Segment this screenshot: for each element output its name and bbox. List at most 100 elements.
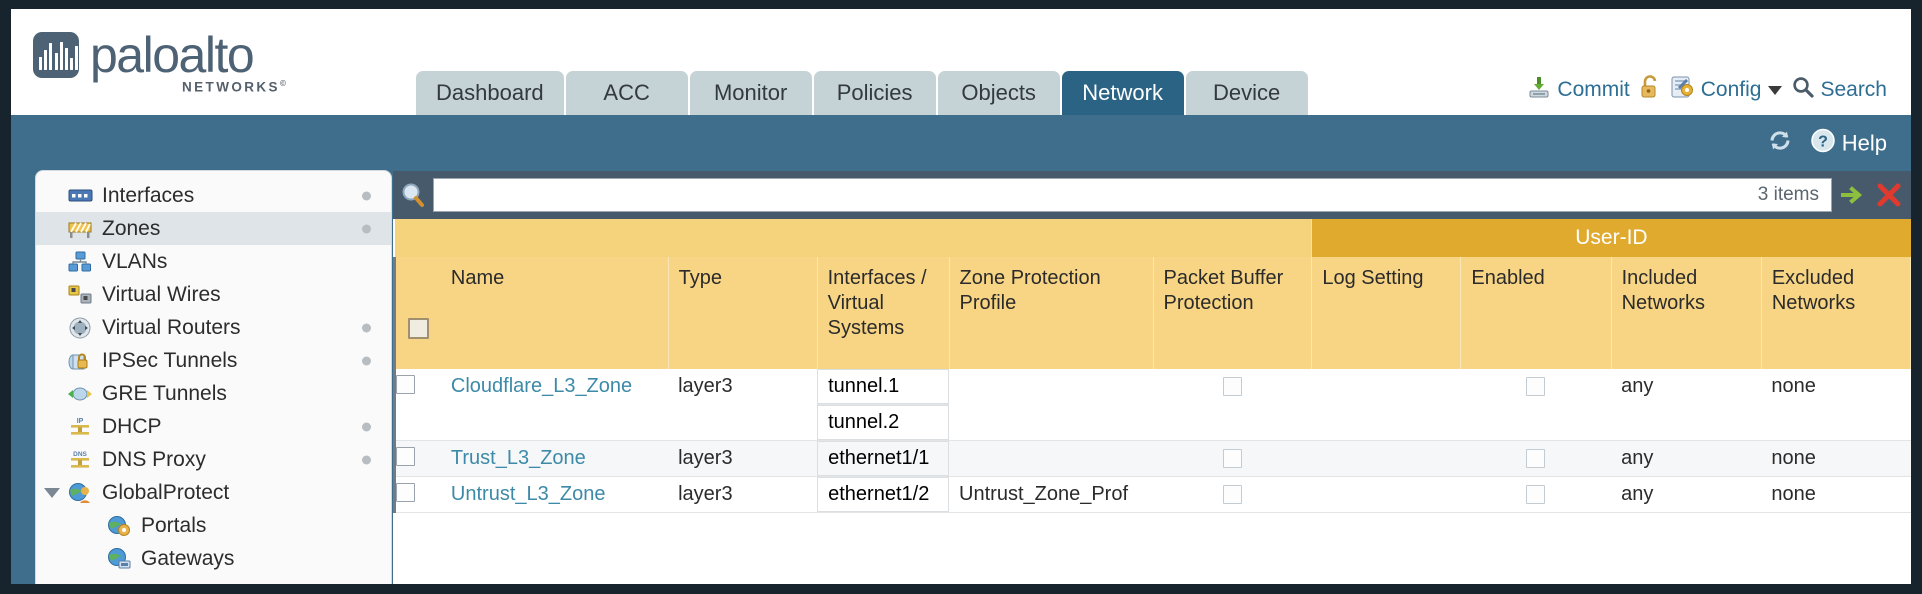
packet-buffer-checkbox[interactable] [1222, 485, 1242, 505]
tab-acc[interactable]: ACC [565, 71, 688, 115]
apply-filter-icon[interactable] [1838, 180, 1868, 210]
table-header-row: Name Type Interfaces / Virtual Systems [393, 257, 1911, 369]
zone-link[interactable]: Trust_L3_Zone [450, 447, 586, 469]
cell-interface: tunnel.1 [817, 369, 950, 405]
sidebar-item-ipsec-tunnels[interactable]: IPSec Tunnels [36, 344, 391, 377]
sidebar-item-globalprotect[interactable]: GlobalProtect [36, 476, 391, 509]
cell-user-id-enabled [1460, 476, 1612, 513]
paloalto-logo-icon [33, 32, 79, 78]
zones-table-wrapper: User-ID Name Type Interfaces / [393, 219, 1911, 584]
column-header-interfaces[interactable]: Interfaces / Virtual Systems [817, 257, 950, 369]
cell-included-networks: any [1611, 369, 1762, 441]
refresh-icon[interactable] [1766, 127, 1794, 160]
sidebar-item-label: Interfaces [102, 183, 195, 207]
search-label: Search [1820, 78, 1887, 101]
brand-name: paloalto [90, 27, 255, 83]
config-icon [1670, 74, 1696, 106]
tab-network[interactable]: Network [1061, 71, 1184, 115]
sidebar-item-label: Gateways [141, 546, 235, 570]
column-header-included-networks[interactable]: Included Networks [1611, 257, 1762, 369]
sub-toolbar-actions: ? Help [1766, 127, 1887, 160]
sidebar-item-virtual-routers[interactable]: Virtual Routers [36, 311, 391, 344]
column-header-enabled[interactable]: Enabled [1460, 257, 1612, 369]
sidebar-item-label: Virtual Wires [102, 282, 221, 306]
tab-device[interactable]: Device [1185, 71, 1308, 115]
sidebar-item-vlans[interactable]: VLANs [36, 245, 391, 278]
zones-icon [67, 218, 93, 240]
column-header-packet-buffer-protection[interactable]: Packet Buffer Protection [1153, 257, 1313, 369]
cell-included-networks: any [1611, 440, 1762, 477]
lock-button[interactable] [1639, 74, 1661, 106]
row-checkbox[interactable] [396, 447, 415, 466]
table-row[interactable]: Trust_L3_Zone layer3 ethernet1/1 [393, 440, 1911, 477]
zone-link[interactable]: Untrust_L3_Zone [450, 483, 606, 505]
sidebar-item-interfaces[interactable]: Interfaces [36, 179, 391, 212]
tab-objects[interactable]: Objects [937, 71, 1060, 115]
user-id-enabled-checkbox[interactable] [1526, 449, 1546, 469]
search-icon [1791, 75, 1815, 105]
sidebar-item-zones[interactable]: Zones [36, 212, 391, 245]
sidebar-item-virtual-wires[interactable]: Virtual Wires [36, 278, 391, 311]
virtual-routers-icon [67, 317, 93, 339]
config-menu[interactable]: Config [1670, 74, 1783, 106]
user-id-enabled-checkbox[interactable] [1526, 377, 1546, 397]
sidebar-item-dhcp[interactable]: IP DHCP [36, 410, 391, 443]
cell-log-setting [1311, 369, 1461, 441]
row-select-cell [393, 369, 441, 441]
cell-type: layer3 [668, 440, 818, 477]
config-label: Config [1700, 78, 1762, 101]
main-panel: 3 items [393, 171, 1911, 584]
search-input[interactable] [446, 184, 1748, 206]
column-header-excluded-networks[interactable]: Excluded Networks [1761, 257, 1911, 369]
svg-text:IP: IP [77, 418, 84, 425]
row-checkbox[interactable] [396, 483, 415, 502]
sub-toolbar: ? Help [11, 115, 1911, 171]
packet-buffer-checkbox[interactable] [1222, 449, 1242, 469]
select-all-checkbox[interactable] [407, 318, 429, 339]
sidebar-item-label: VLANs [102, 249, 168, 273]
column-header-name[interactable]: Name [440, 257, 669, 369]
sidebar-item-portals[interactable]: Portals [36, 509, 391, 542]
tab-monitor[interactable]: Monitor [689, 71, 812, 115]
filter-search-icon[interactable] [399, 181, 427, 209]
interface-item: tunnel.1 [817, 369, 950, 404]
column-header-type[interactable]: Type [668, 257, 818, 369]
commit-button[interactable]: Commit [1526, 74, 1630, 106]
sidebar-item-gateways[interactable]: Gateways [36, 542, 391, 575]
tab-policies[interactable]: Policies [813, 71, 936, 115]
tab-dashboard[interactable]: Dashboard [416, 71, 564, 115]
dhcp-icon: IP [67, 416, 93, 438]
search-toolbar: 3 items [393, 171, 1911, 219]
sidebar-item-label: DHCP [102, 414, 162, 438]
row-checkbox[interactable] [396, 375, 415, 394]
search-button[interactable]: Search [1791, 75, 1887, 105]
vlans-icon [67, 251, 93, 273]
gateways-icon [106, 547, 132, 570]
user-id-enabled-checkbox[interactable] [1526, 485, 1546, 505]
table-row[interactable]: Cloudflare_L3_Zone layer3 tunnel.1 [393, 369, 1911, 441]
zone-link[interactable]: Cloudflare_L3_Zone [450, 375, 633, 397]
column-header-zone-protection-profile[interactable]: Zone Protection Profile [949, 257, 1154, 369]
app-header: paloalto NETWORKS© Dashboard ACC Monitor… [11, 9, 1911, 115]
help-button[interactable]: ? Help [1810, 127, 1887, 159]
clear-filter-icon[interactable] [1874, 180, 1904, 210]
commit-label: Commit [1557, 78, 1630, 101]
table-group-header-row: User-ID [394, 219, 1911, 257]
status-dot [362, 224, 371, 233]
column-header-log-setting[interactable]: Log Setting [1311, 257, 1462, 369]
row-select-cell [393, 476, 441, 513]
packet-buffer-checkbox[interactable] [1222, 377, 1242, 397]
table-row[interactable]: Untrust_L3_Zone layer3 ethernet1/2 Untru… [393, 476, 1911, 513]
main-nav-tabs: Dashboard ACC Monitor Policies Objects N… [416, 70, 1310, 115]
sidebar-item-gre-tunnels[interactable]: GRE Tunnels [36, 377, 391, 410]
row-select-cell [393, 440, 441, 477]
search-field-wrapper[interactable]: 3 items [433, 178, 1832, 212]
status-dot [362, 191, 371, 200]
sidebar-item-dns-proxy[interactable]: DNS DNS Proxy [36, 443, 391, 476]
sidebar-item-label: IPSec Tunnels [102, 348, 238, 372]
help-icon: ? [1810, 127, 1836, 159]
cell-excluded-networks: none [1761, 440, 1911, 477]
chevron-down-icon[interactable] [44, 487, 60, 498]
cell-interface: ethernet1/1 [817, 440, 950, 477]
sidebar-item-label: Virtual Routers [102, 315, 241, 339]
